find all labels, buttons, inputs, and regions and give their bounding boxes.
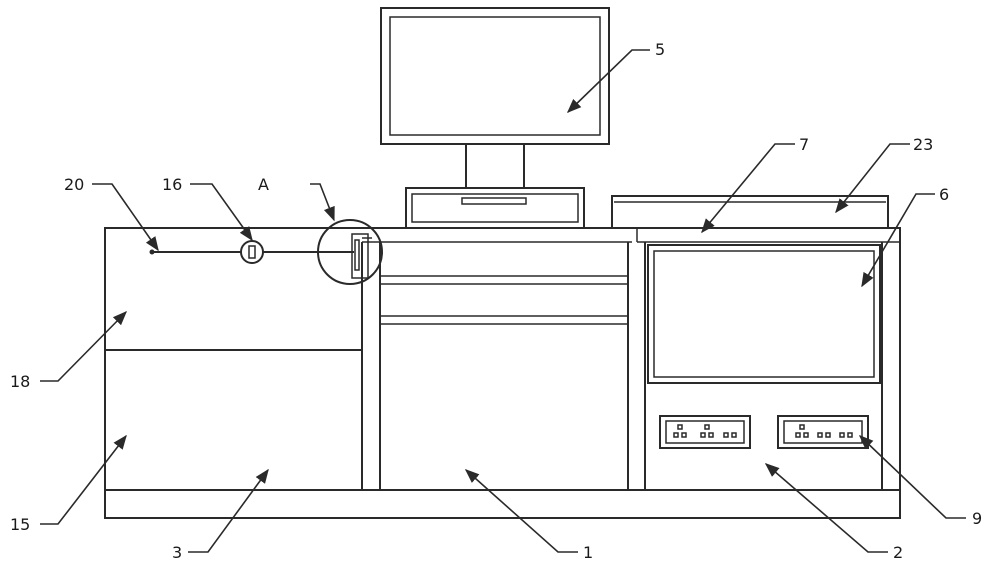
label-16: 16 xyxy=(162,175,182,194)
desk-body xyxy=(104,227,901,519)
monitor xyxy=(380,7,610,189)
label-20: 20 xyxy=(64,175,84,194)
label-15: 15 xyxy=(10,515,30,534)
top-lid xyxy=(611,195,889,229)
label-7: 7 xyxy=(799,135,809,154)
label-3: 3 xyxy=(172,543,182,562)
socket-panel-left xyxy=(659,415,751,449)
socket-panel-right xyxy=(777,415,869,449)
screen-window xyxy=(647,244,881,384)
label-18: 18 xyxy=(10,372,30,391)
rod-assembly xyxy=(149,219,383,285)
keyboard-box xyxy=(405,187,585,229)
label-A: A xyxy=(258,175,269,194)
label-6: 6 xyxy=(939,185,949,204)
label-9: 9 xyxy=(972,509,982,528)
label-2: 2 xyxy=(893,543,903,562)
label-1: 1 xyxy=(583,543,593,562)
leader-lines xyxy=(40,49,966,553)
label-5: 5 xyxy=(655,40,665,59)
label-23: 23 xyxy=(913,135,933,154)
